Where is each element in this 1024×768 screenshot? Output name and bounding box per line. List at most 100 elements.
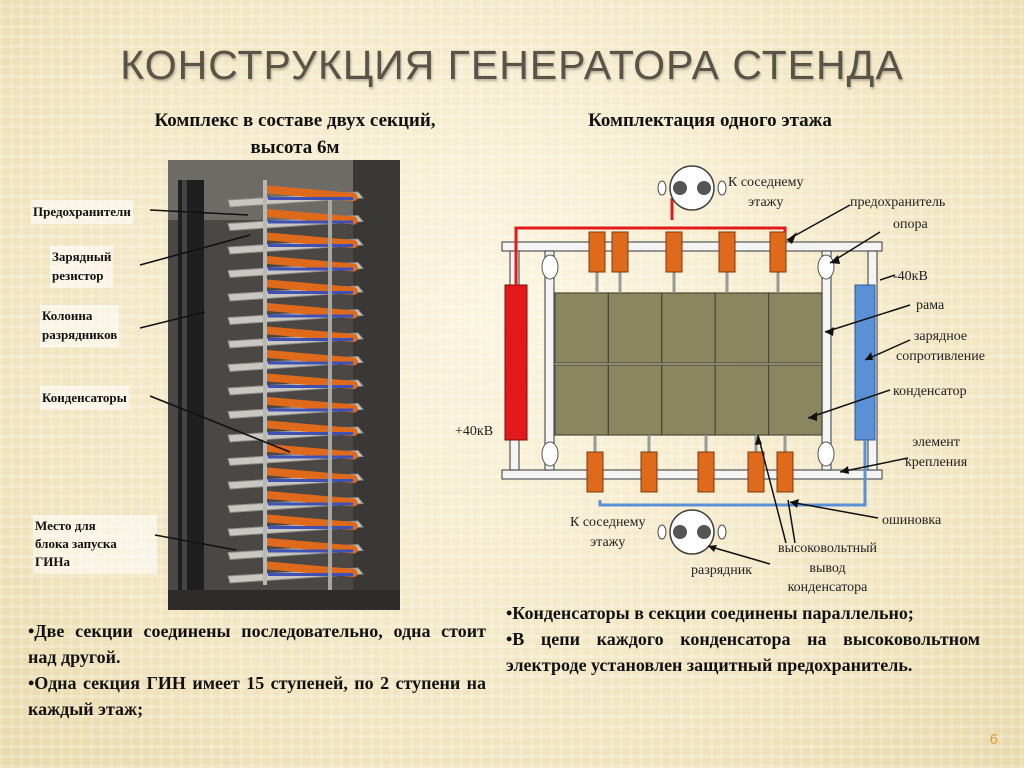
- left-heading-line1: Комплекс в составе двух секций,: [154, 110, 436, 131]
- label-start-place: Место для блока запуска ГИНа: [33, 515, 157, 574]
- blue-busbar: [598, 440, 867, 507]
- tower-wire: [268, 291, 353, 294]
- pointer-start: [154, 534, 237, 551]
- frame-top-rail: [501, 241, 883, 252]
- pointer-capacitors: [149, 395, 291, 453]
- pointer-busbar: [789, 501, 879, 519]
- fuse-lead: [595, 260, 599, 293]
- red-busbar: [514, 226, 787, 285]
- tower-wire: [268, 338, 353, 341]
- tower-image: [168, 160, 400, 610]
- label-capacitor: конденсатор: [893, 384, 967, 399]
- label-start-place-line3: ГИНа: [35, 554, 70, 570]
- capacitor: [768, 292, 823, 364]
- label-busbar: ошиновка: [882, 513, 942, 528]
- label-to-next-floor-top: К соседнему этажу: [728, 173, 804, 212]
- tower-wire: [268, 361, 353, 365]
- fuse: [588, 231, 606, 273]
- capacitor: [714, 364, 770, 436]
- fuse-lead: [754, 435, 758, 455]
- capacitor: [661, 292, 716, 364]
- tower-wire: [268, 479, 353, 482]
- label-element-line2: крепления: [905, 454, 968, 470]
- label-frame: рама: [916, 298, 945, 313]
- right-heading: Комплектация одного этажа: [588, 110, 832, 131]
- left-bullets: •Две секции соединены последовательно, о…: [28, 618, 486, 722]
- tower-wire: [268, 408, 353, 412]
- capacitor: [554, 292, 610, 364]
- left-heading-line2: высота 6м: [250, 136, 340, 158]
- floor-diagram: [501, 165, 911, 565]
- insulator: [817, 254, 835, 280]
- fuse: [665, 231, 683, 273]
- tower-wire: [268, 502, 353, 506]
- pointer-fuses: [149, 209, 249, 216]
- label-to-next-top-line2: этажу: [748, 194, 784, 210]
- insulator: [541, 254, 559, 280]
- tower-wire: [268, 244, 353, 247]
- capacitor-grid: [554, 292, 823, 436]
- fuse-lead: [593, 435, 597, 455]
- pointer-capacitor: [807, 389, 891, 419]
- pointer-frame: [824, 304, 911, 333]
- fuse: [769, 231, 787, 273]
- pointer-hv-2: [787, 499, 796, 544]
- tower-wire: [268, 573, 353, 576]
- label-support: опора: [893, 217, 928, 232]
- capacitor: [714, 292, 770, 364]
- label-discharger-column-line2: разрядников: [42, 326, 118, 342]
- label-element-line1: элемент: [912, 435, 960, 450]
- page-number: 6: [989, 731, 998, 748]
- label-discharger-column: Колонна разрядников: [40, 305, 120, 347]
- tower-wire: [268, 314, 353, 318]
- label-fastening-element: элемент крепления: [905, 433, 967, 472]
- page-title: КОНСТРУКЦИЯ ГЕНЕРАТОРА СТЕНДА: [120, 42, 904, 88]
- generator-photo: [168, 160, 400, 610]
- pointer-spark-gap: [707, 545, 771, 565]
- label-spark-gap: разрядник: [691, 563, 753, 578]
- label-charging-resistor: Зарядный резистор: [50, 246, 114, 288]
- pointer-resistor: [139, 234, 251, 266]
- label-start-place-line1: Место для: [35, 518, 96, 533]
- fuse-lead: [776, 260, 780, 293]
- capacitor: [607, 292, 663, 364]
- insulator: [541, 441, 559, 467]
- right-bullet-2: •В цепи каждого конденсатора на высоково…: [506, 629, 980, 676]
- pointer-element: [839, 457, 909, 473]
- tower-wire: [268, 220, 353, 224]
- frame-bottom-rail: [501, 469, 883, 480]
- fuse: [776, 451, 794, 493]
- label-discharger-column-line1: Колонна: [42, 308, 93, 323]
- fuse: [747, 451, 765, 493]
- label-to-next-floor-bottom: К соседнему этажу: [570, 513, 646, 552]
- capacitor: [607, 364, 663, 436]
- fuse: [697, 451, 715, 493]
- pointer-charge-res: [864, 339, 911, 361]
- minus-bus: [854, 284, 876, 441]
- right-bullet-1: •Конденсаторы в секции соединены паралле…: [506, 603, 914, 623]
- plus-bus: [504, 284, 528, 441]
- label-minus-40kv: -40кВ: [893, 269, 928, 284]
- support-right: [821, 250, 832, 471]
- insulator: [817, 441, 835, 467]
- label-hv-line1: высоковольтный: [778, 541, 877, 556]
- label-fuse: предохранитель: [850, 195, 946, 210]
- left-bullet-2: •Одна секция ГИН имеет 15 ступеней, по 2…: [28, 673, 486, 720]
- fuse-lead: [783, 435, 787, 455]
- pointer-hv-1: [757, 434, 787, 544]
- tower-wire: [268, 197, 353, 200]
- label-hv-line2: вывод: [809, 560, 846, 576]
- capacitor: [661, 364, 716, 436]
- label-charging-resistor-line2: резистор: [52, 267, 104, 283]
- label-charge-res-line1: зарядное: [913, 329, 968, 344]
- fuse-lead: [618, 260, 622, 293]
- fuse: [586, 451, 604, 493]
- capacitor: [554, 364, 610, 436]
- left-bullet-1: •Две секции соединены последовательно, о…: [28, 621, 486, 668]
- label-charge-res-line2: сопротивление: [896, 348, 985, 364]
- label-to-next-bottom-line1: К соседнему: [570, 515, 646, 530]
- label-hv-line3: конденсатора: [787, 580, 868, 596]
- tower-wire: [268, 385, 353, 388]
- fuse: [718, 231, 736, 273]
